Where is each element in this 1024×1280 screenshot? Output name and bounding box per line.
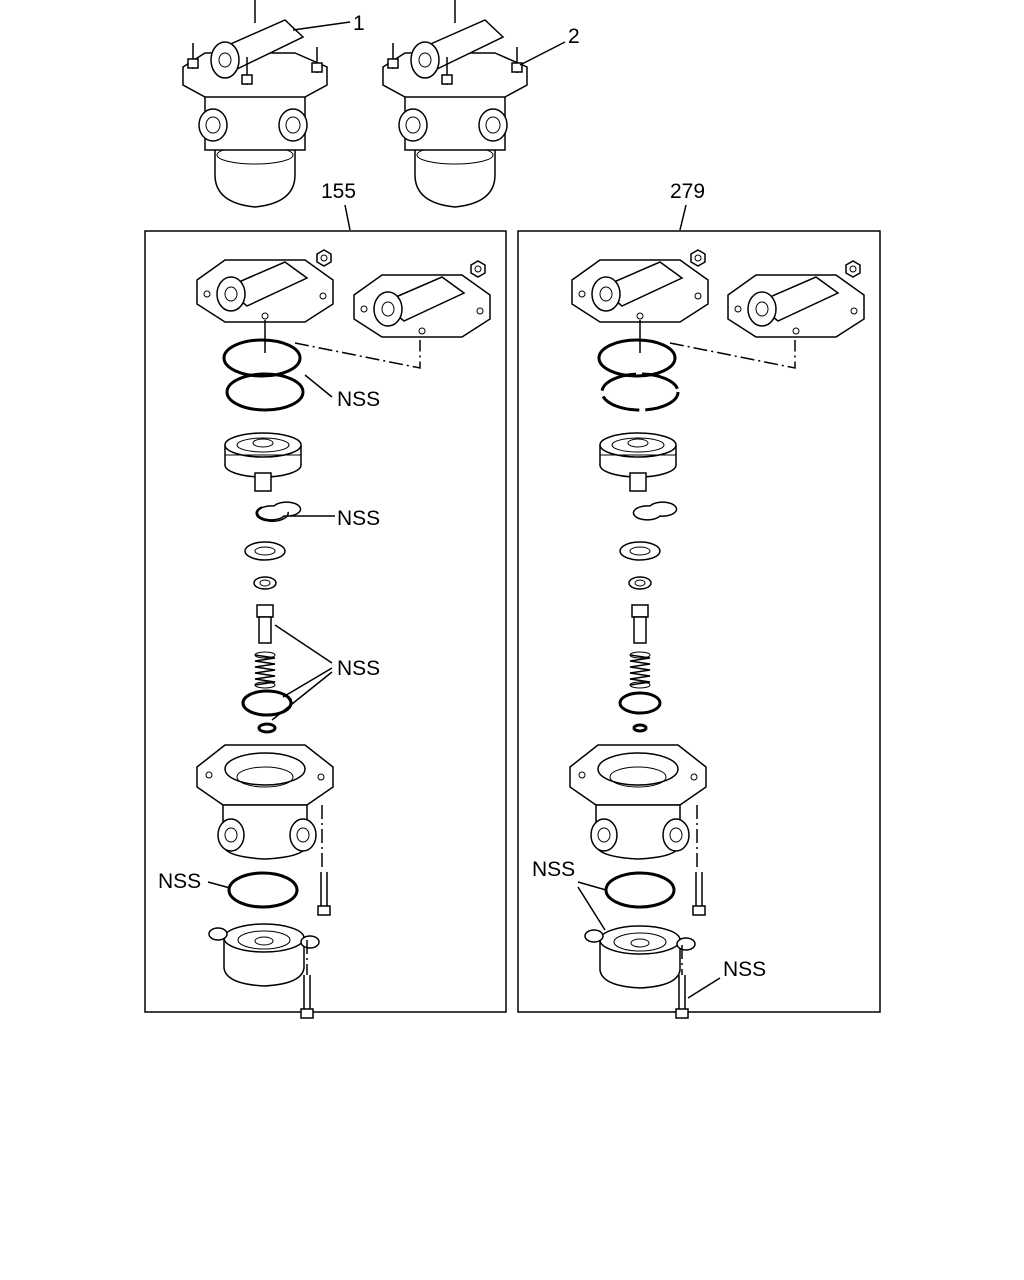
kit-number-279: 279 xyxy=(670,180,705,203)
valve-assembly-2 xyxy=(382,0,528,208)
callout-2: 2 xyxy=(568,25,580,48)
valve-assembly-1 xyxy=(182,0,328,208)
nss-label-snapring-155: NSS xyxy=(337,507,380,530)
nss-label-valve-155: NSS xyxy=(337,657,380,680)
nss-label-seals-279: NSS xyxy=(532,858,575,881)
nss-label-bolt-279: NSS xyxy=(723,958,766,981)
nss-label-oring-155: NSS xyxy=(158,870,201,893)
callout-1: 1 xyxy=(353,12,365,35)
kit-155-frame xyxy=(144,230,507,1013)
kit-279-frame xyxy=(517,230,881,1013)
kit-number-155: 155 xyxy=(321,180,356,203)
kit-155-parts xyxy=(196,249,491,1019)
nss-label-rings-155: NSS xyxy=(337,388,380,411)
kit-279-parts xyxy=(569,249,865,1019)
